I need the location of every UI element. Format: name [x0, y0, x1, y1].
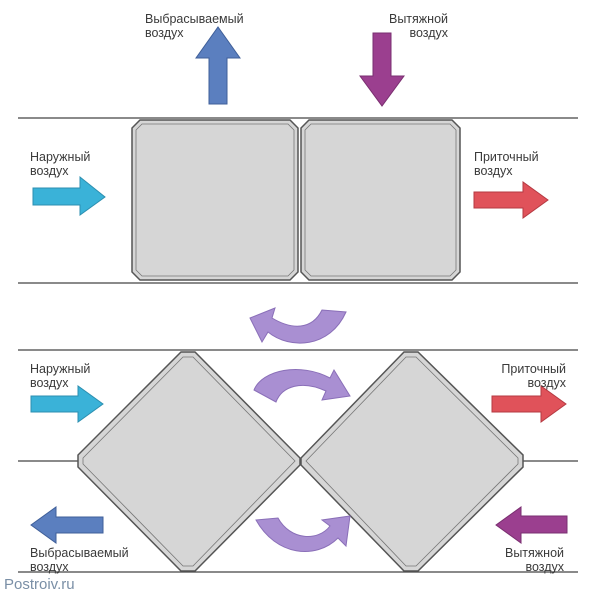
bottom-exhaust-label: Выбрасываемый воздух: [30, 546, 129, 574]
bottom-outside-arrow-icon: [30, 385, 104, 423]
top-extract-arrow-icon: [359, 32, 405, 107]
bottom-supply-label: Приточный воздух: [501, 362, 566, 390]
bottom-outside-label: Наружный воздух: [30, 362, 91, 390]
watermark: Postroiv.ru: [4, 576, 75, 593]
bottom-supply-arrow-icon: [491, 385, 567, 423]
top-exhaust-label: Выбрасываемый воздух: [145, 12, 244, 40]
bottom-extract-arrow-icon: [495, 506, 568, 544]
bottom-exhaust-arrow-icon: [30, 506, 104, 544]
top-supply-label: Приточный воздух: [474, 150, 539, 178]
rotate-arrow-upper-icon: [253, 368, 351, 403]
bottom-extract-label: Вытяжной воздух: [504, 546, 564, 574]
top-outside-arrow-icon: [32, 175, 106, 216]
top-supply-arrow-icon: [473, 181, 549, 219]
rotate-arrow-icon: [249, 307, 347, 344]
top-exhaust-arrow-icon: [195, 26, 241, 105]
bottom-right-diamond-plate: [300, 351, 524, 572]
top-right-plate: [300, 119, 461, 281]
rotate-arrow-lower-icon: [255, 515, 351, 552]
top-outside-label: Наружный воздух: [30, 150, 91, 178]
bottom-left-diamond-plate: [77, 351, 301, 572]
top-left-plate: [131, 119, 299, 281]
top-extract-label: Вытяжной воздух: [388, 12, 448, 40]
